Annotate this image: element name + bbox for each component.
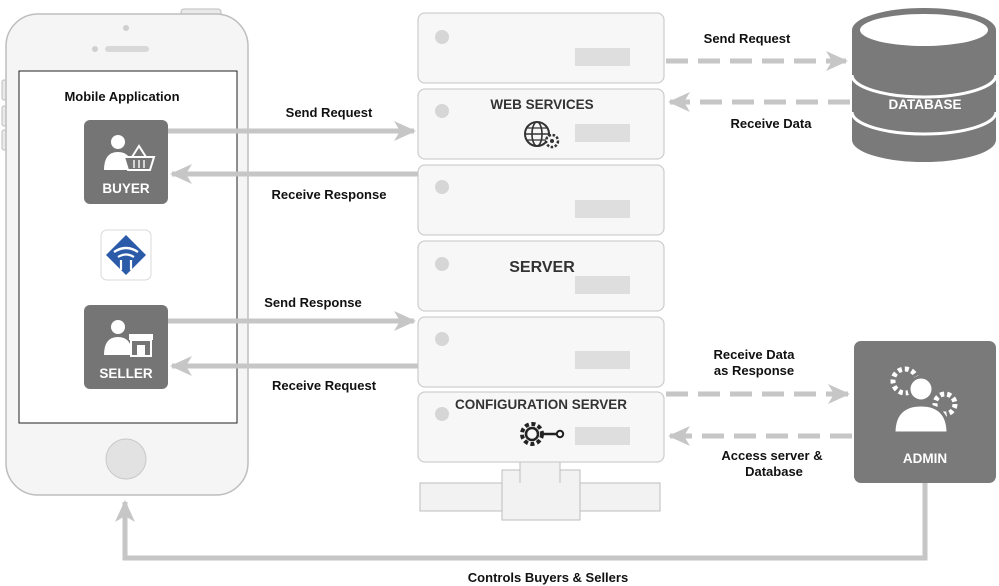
label-buyer-receive: Receive Response xyxy=(272,187,387,202)
server-unit xyxy=(417,316,665,388)
server-unit xyxy=(417,12,665,84)
label-admin-access-1: Access server & xyxy=(721,448,822,463)
app-logo-icon xyxy=(100,229,152,281)
home-button[interactable] xyxy=(105,438,147,480)
server-unit xyxy=(417,164,665,236)
label-seller-send: Send Response xyxy=(264,295,362,310)
buyer-label: BUYER xyxy=(102,181,150,196)
globe-gear-icon xyxy=(524,121,560,149)
database-cylinder-icon xyxy=(850,8,998,162)
label-db-send: Send Request xyxy=(704,31,791,46)
buyer-basket-icon xyxy=(104,135,156,171)
server-unit-server xyxy=(417,240,665,312)
seller-label: SELLER xyxy=(99,366,153,381)
web-services-label: WEB SERVICES xyxy=(490,97,593,112)
database-label: DATABASE xyxy=(889,97,962,112)
seller-shop-icon xyxy=(104,320,153,357)
label-admin-receive-1: Receive Data xyxy=(714,347,796,362)
admin-label: ADMIN xyxy=(903,451,947,466)
arrow-controls xyxy=(115,483,928,561)
seller-tile[interactable] xyxy=(84,305,168,389)
label-db-receive: Receive Data xyxy=(731,116,813,131)
server-unit-web-services xyxy=(417,88,665,160)
server-label: SERVER xyxy=(509,259,575,276)
admin-gears-icon xyxy=(890,366,958,435)
label-controls: Controls Buyers & Sellers xyxy=(468,570,628,585)
mobile-application-title: Mobile Application xyxy=(64,89,179,104)
configuration-server-label: CONFIGURATION SERVER xyxy=(455,397,627,412)
label-admin-receive-2: as Response xyxy=(714,363,794,378)
gear-key-icon xyxy=(520,422,565,446)
buyer-tile[interactable] xyxy=(84,120,168,204)
label-admin-access-2: Database xyxy=(745,464,803,479)
admin-tile[interactable] xyxy=(854,341,996,483)
connector-arrows xyxy=(115,51,928,561)
label-seller-receive: Receive Request xyxy=(272,378,377,393)
label-buyer-send: Send Request xyxy=(286,105,373,120)
